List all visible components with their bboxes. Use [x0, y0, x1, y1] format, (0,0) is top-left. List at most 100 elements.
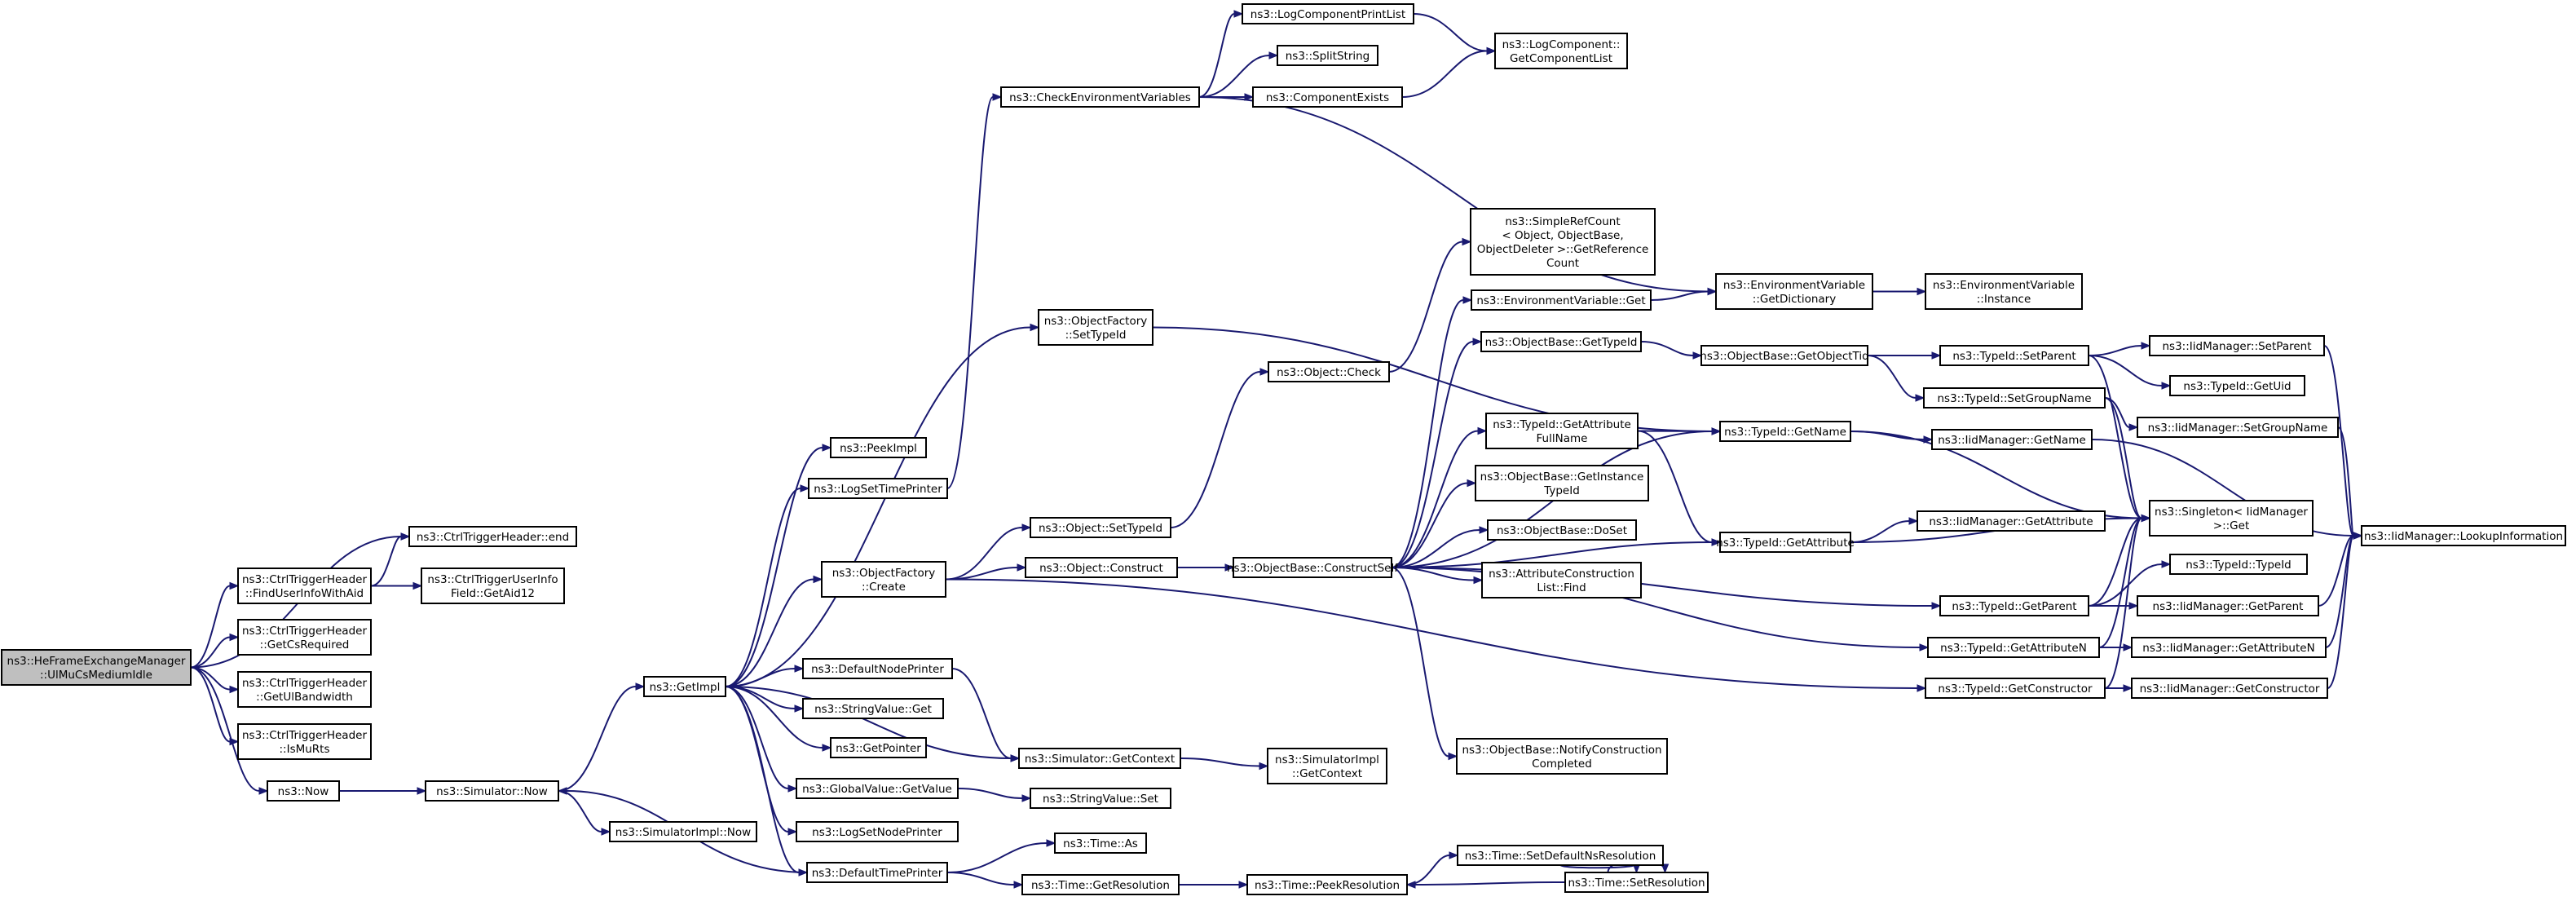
- node-objbase-doset[interactable]: ns3::ObjectBase::DoSet: [1487, 519, 1637, 541]
- node-iid-getparent[interactable]: ns3::IidManager::GetParent: [2137, 595, 2319, 616]
- node-iid-lookup[interactable]: ns3::IidManager::LookupInformation: [2361, 525, 2566, 546]
- node-time-as[interactable]: ns3::Time::As: [1054, 833, 1147, 854]
- node-defnodeprinter[interactable]: ns3::DefaultNodePrinter: [802, 658, 953, 679]
- node-box: [1000, 86, 1200, 108]
- node-iid-getattributen[interactable]: ns3::IidManager::GetAttributeN: [2131, 637, 2327, 658]
- edge-deftimeprinter-to-time-as: [946, 839, 1056, 873]
- node-deftimeprinter[interactable]: ns3::DefaultTimePrinter: [806, 862, 948, 883]
- node-typeid-getparent[interactable]: ns3::TypeId::GetParent: [1939, 595, 2089, 616]
- node-root[interactable]: ns3::HeFrameExchangeManager::UlMuCsMediu…: [1, 649, 192, 686]
- node-time-getres[interactable]: ns3::Time::GetResolution: [1021, 874, 1180, 895]
- node-strval-get[interactable]: ns3::StringValue::Get: [802, 698, 944, 719]
- node-iid-getname[interactable]: ns3::IidManager::GetName: [1931, 429, 2093, 450]
- node-sim-getcontext[interactable]: ns3::Simulator::GetContext: [1018, 748, 1181, 769]
- node-simplerefcount[interactable]: ns3::SimpleRefCount< Object, ObjectBase,…: [1470, 208, 1656, 276]
- node-typeid-getconstructor[interactable]: ns3::TypeId::GetConstructor: [1925, 678, 2106, 699]
- node-objbase-constructself[interactable]: ns3::ObjectBase::ConstructSelf: [1227, 557, 1399, 578]
- edge-arrowhead: [1244, 93, 1255, 101]
- node-sim-now[interactable]: ns3::Simulator::Now: [425, 780, 559, 802]
- node-label: ns3::TypeId::GetParent: [1952, 600, 2076, 613]
- edge-objbase-constructself-to-envvar-get: [1391, 296, 1473, 568]
- edge-typeid-setparent-to-singleton-get: [2088, 355, 2151, 523]
- edge-arrowhead: [1259, 368, 1270, 376]
- node-envvar-instance[interactable]: ns3::EnvironmentVariable::Instance: [1925, 273, 2083, 310]
- edge-line: [1388, 241, 1463, 373]
- node-box: [808, 478, 948, 499]
- edge-objbase-getobjtid-to-typeid-setparent: [1868, 351, 1942, 360]
- node-label: ns3::EnvironmentVariable::Get: [1476, 294, 1645, 307]
- node-box: [1268, 361, 1390, 382]
- node-compexists[interactable]: ns3::ComponentExists: [1252, 86, 1403, 108]
- node-iid-getconstructor[interactable]: ns3::IidManager::GetConstructor: [2131, 678, 2328, 699]
- node-typeid-setgroupname[interactable]: ns3::TypeId::SetGroupName: [1923, 387, 2106, 409]
- node-typeid-getuid[interactable]: ns3::TypeId::GetUid: [2169, 375, 2305, 396]
- node-box: [2149, 500, 2314, 537]
- node-obj-settypeid[interactable]: ns3::Object::SetTypeId: [1030, 517, 1171, 538]
- node-label: ns3::CtrlTriggerUserInfo: [427, 573, 558, 586]
- edge-arrowhead: [400, 532, 411, 541]
- node-typeid-getattribute[interactable]: ns3::TypeId::GetAttribute: [1716, 532, 1855, 553]
- node-logcomplist[interactable]: ns3::LogComponentPrintList: [1242, 3, 1414, 24]
- node-time-setres[interactable]: ns3::Time::SetResolution: [1564, 872, 1709, 893]
- edge-logcomplist-to-getcomplist: [1413, 13, 1497, 55]
- node-label: ns3::SimulatorImpl::Now: [615, 826, 751, 839]
- node-objbase-getobjtid[interactable]: ns3::ObjectBase::GetObjectTid: [1700, 345, 1869, 366]
- node-getcs[interactable]: ns3::CtrlTriggerHeader::GetCsRequired: [237, 619, 372, 656]
- node-iid-setparent[interactable]: ns3::IidManager::SetParent: [2149, 335, 2325, 356]
- node-iid-setgroupname[interactable]: ns3::IidManager::SetGroupName: [2137, 417, 2339, 438]
- edge-arrowhead: [794, 704, 805, 713]
- node-objfac-settypeid[interactable]: ns3::ObjectFactory::SetTypeId: [1038, 309, 1153, 346]
- node-simimpl-getcontext[interactable]: ns3::SimulatorImpl::GetContext: [1267, 748, 1387, 784]
- node-now[interactable]: ns3::Now: [267, 780, 340, 802]
- node-ismurts[interactable]: ns3::CtrlTriggerHeader::IsMuRts: [237, 723, 372, 760]
- node-typeid-typeid[interactable]: ns3::TypeId::TypeId: [2169, 554, 2308, 575]
- node-envvar-getdict[interactable]: ns3::EnvironmentVariable::GetDictionary: [1715, 273, 1873, 310]
- node-box: [1021, 874, 1180, 895]
- node-iid-getattribute[interactable]: ns3::IidManager::GetAttribute: [1917, 510, 2106, 532]
- edge-getimpl-to-peekimpl: [725, 444, 832, 687]
- node-globval-get[interactable]: ns3::GlobalValue::GetValue: [796, 778, 959, 799]
- node-time-peekres[interactable]: ns3::Time::PeekResolution: [1246, 874, 1408, 895]
- edge-arrowhead: [1046, 839, 1056, 847]
- node-splitstring[interactable]: ns3::SplitString: [1277, 45, 1378, 66]
- node-typeid-getname[interactable]: ns3::TypeId::GetName: [1719, 421, 1851, 442]
- node-objbase-notify[interactable]: ns3::ObjectBase::NotifyConstructionCompl…: [1456, 738, 1668, 775]
- edge-line: [558, 790, 602, 833]
- node-getulbw[interactable]: ns3::CtrlTriggerHeader::GetUlBandwidth: [237, 671, 372, 708]
- node-peekimpl[interactable]: ns3::PeekImpl: [830, 437, 927, 458]
- node-envvar-get[interactable]: ns3::EnvironmentVariable::Get: [1471, 289, 1652, 311]
- edge-getimpl-to-globval-get: [725, 686, 798, 793]
- node-label: ns3::TypeId::TypeId: [2186, 559, 2291, 572]
- node-getimpl[interactable]: ns3::GetImpl: [643, 676, 726, 697]
- node-time-setdefns[interactable]: ns3::Time::SetDefaultNsResolution: [1457, 845, 1664, 866]
- node-objfac-create[interactable]: ns3::ObjectFactory::Create: [821, 561, 946, 598]
- node-getcomplist[interactable]: ns3::LogComponent::GetComponentList: [1494, 33, 1628, 69]
- node-objbase-gettypeid[interactable]: ns3::ObjectBase::GetTypeId: [1480, 331, 1642, 352]
- node-label: ::GetContext: [1292, 767, 1362, 780]
- node-typeid-getattributen[interactable]: ns3::TypeId::GetAttributeN: [1927, 637, 2100, 658]
- node-box: [1030, 788, 1171, 809]
- node-label: ns3::IidManager::SetGroupName: [2148, 422, 2328, 435]
- edge-getimpl-to-strval-get: [725, 686, 805, 713]
- node-obj-construct[interactable]: ns3::Object::Construct: [1025, 557, 1178, 578]
- node-logsetnode[interactable]: ns3::LogSetNodePrinter: [796, 821, 959, 842]
- node-find-user[interactable]: ns3::CtrlTriggerHeader::FindUserInfoWith…: [237, 568, 372, 604]
- node-ctrl-end[interactable]: ns3::CtrlTriggerHeader::end: [408, 526, 577, 547]
- node-logsettime[interactable]: ns3::LogSetTimePrinter: [808, 478, 948, 499]
- node-checkenv[interactable]: ns3::CheckEnvironmentVariables: [1000, 86, 1200, 108]
- edge-typeid-setgroupname-to-singleton-get: [2104, 397, 2151, 523]
- node-label: ns3::Singleton< IidManager: [2155, 506, 2308, 519]
- edge-line: [2318, 535, 2354, 607]
- node-label: Completed: [1532, 757, 1592, 771]
- node-obj-check[interactable]: ns3::Object::Check: [1268, 361, 1390, 382]
- node-getpointer[interactable]: ns3::GetPointer: [830, 737, 927, 758]
- node-singleton-get[interactable]: ns3::Singleton< IidManager>::Get: [2149, 500, 2314, 537]
- node-strval-set[interactable]: ns3::StringValue::Set: [1030, 788, 1171, 809]
- edge-arrowhead: [1473, 576, 1484, 585]
- node-typeid-setparent[interactable]: ns3::TypeId::SetParent: [1939, 345, 2089, 366]
- node-simimpl-now[interactable]: ns3::SimulatorImpl::Now: [609, 821, 757, 842]
